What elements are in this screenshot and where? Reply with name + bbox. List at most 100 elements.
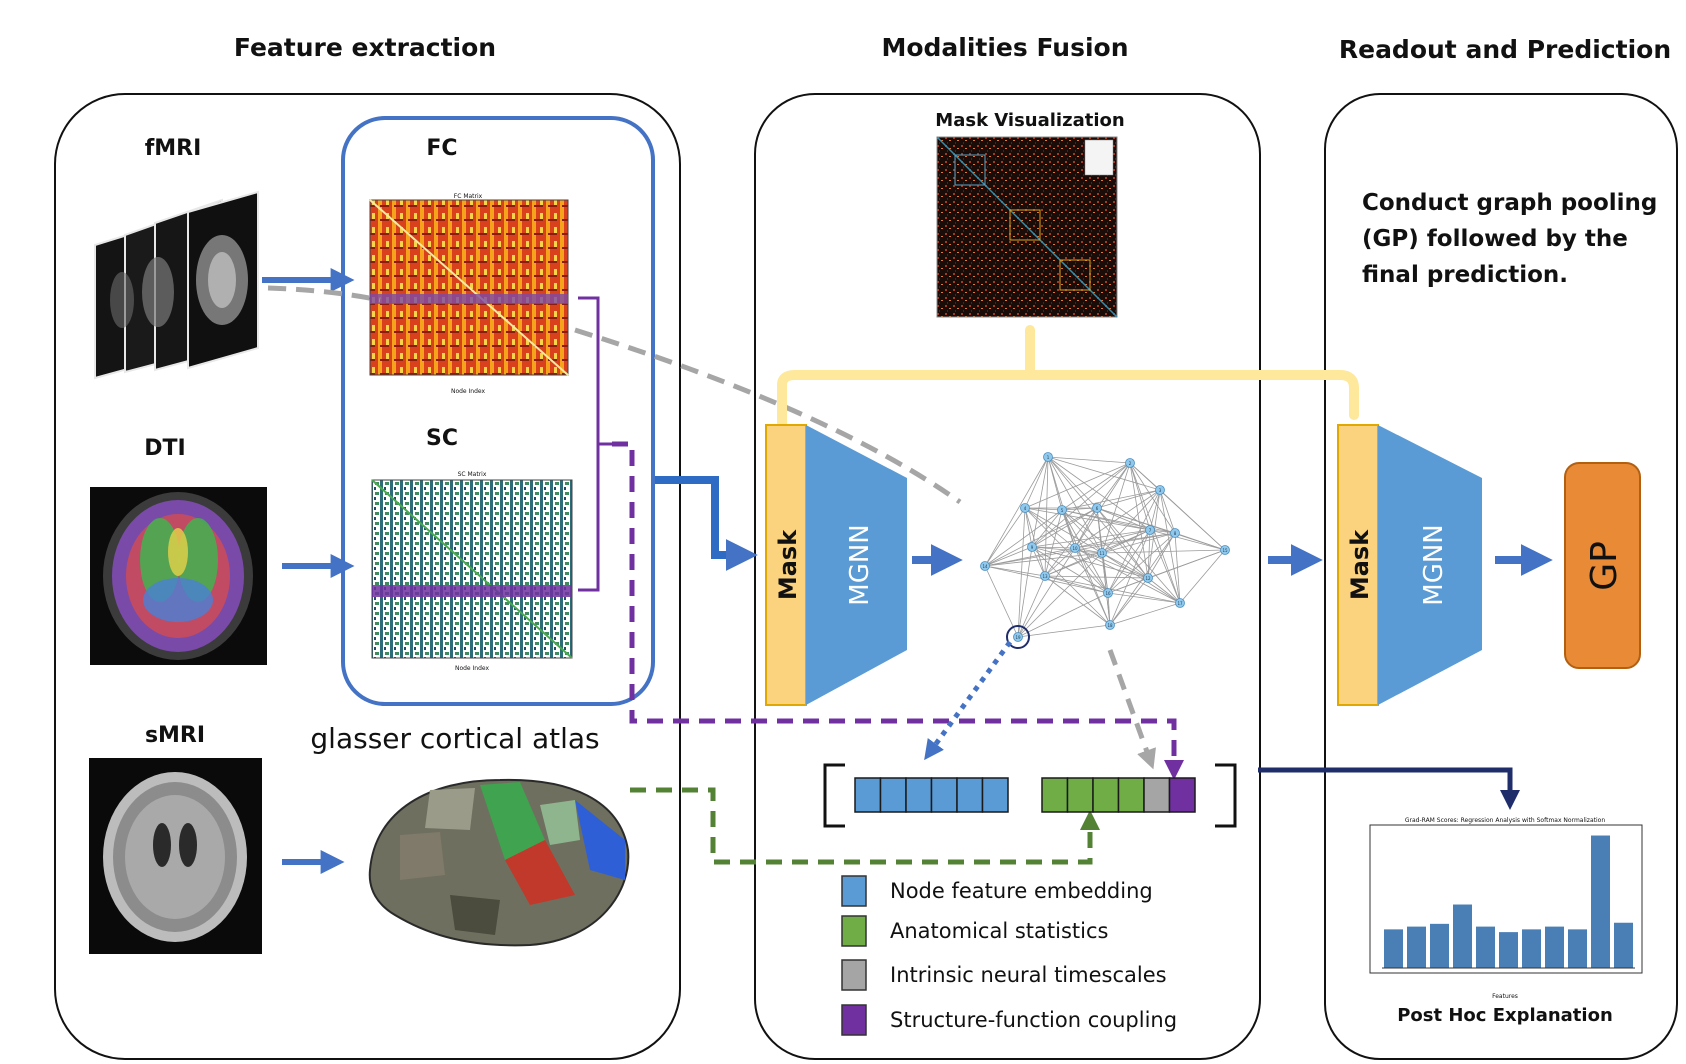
anatomical-cell bbox=[1041, 777, 1069, 813]
graph-node bbox=[1057, 505, 1067, 515]
graph-edge bbox=[1031, 546, 1111, 626]
graph-edge bbox=[1017, 592, 1109, 638]
graph-edge bbox=[1047, 456, 1131, 464]
graph-edge bbox=[1044, 509, 1063, 577]
embedding-cell bbox=[879, 777, 907, 813]
graph-node-label: 10 bbox=[1072, 546, 1078, 551]
graph-edge bbox=[1017, 507, 1026, 638]
graph-node-label: 19 bbox=[1015, 635, 1021, 640]
node-embedding-vector bbox=[854, 777, 1009, 813]
mask-visualization-title: Mask Visualization bbox=[935, 110, 1124, 131]
graph-edge bbox=[1024, 507, 1046, 577]
graph-edge bbox=[1101, 552, 1149, 579]
fc-highlight-band bbox=[370, 294, 568, 304]
vector-bracket-left bbox=[823, 763, 845, 828]
graph-edge bbox=[1107, 592, 1111, 626]
graph-edge bbox=[1017, 552, 1103, 638]
graph-edge bbox=[1044, 456, 1049, 577]
graph-edge bbox=[1031, 546, 1149, 579]
graph-edge bbox=[984, 507, 1026, 567]
graph-node-label: 3 bbox=[1159, 488, 1162, 493]
graph-edge bbox=[1024, 456, 1049, 509]
graph-edge bbox=[1017, 547, 1076, 638]
graph-edge bbox=[1061, 509, 1176, 534]
fmri-image bbox=[94, 190, 259, 380]
legend-swatch bbox=[841, 959, 867, 991]
graph-edge bbox=[1024, 507, 1076, 549]
graph-node bbox=[980, 561, 990, 571]
graph-node bbox=[1020, 503, 1030, 513]
fc-matrix-title: FC Matrix bbox=[454, 193, 483, 200]
graph-edge bbox=[1096, 462, 1131, 509]
graph-node bbox=[1175, 598, 1185, 608]
chart-bar bbox=[1476, 926, 1495, 968]
arrow-to-fusion bbox=[655, 476, 758, 571]
chart-bar bbox=[1591, 835, 1610, 968]
graph-node-label: 7 bbox=[1149, 528, 1152, 533]
graph-edge bbox=[1174, 532, 1226, 551]
legend-swatch bbox=[841, 875, 867, 907]
label-smri: sMRI bbox=[145, 723, 205, 748]
mask-visualization-matrix bbox=[936, 136, 1118, 318]
graph-edge bbox=[1044, 552, 1103, 577]
graph-node bbox=[1105, 620, 1115, 630]
sc-highlight-band bbox=[372, 585, 572, 597]
chart-xlabel: Features bbox=[1492, 993, 1518, 1000]
post-hoc-explanation-label: Post Hoc Explanation bbox=[1397, 1005, 1613, 1026]
chart-bar bbox=[1499, 932, 1518, 968]
readout-description-line-2: (GP) followed by the bbox=[1362, 226, 1628, 252]
anatomical-cell bbox=[1117, 777, 1145, 813]
graph-edge bbox=[1147, 532, 1176, 579]
graph-edge bbox=[1129, 462, 1149, 579]
purple-bracket bbox=[578, 296, 612, 592]
fc-matrix: FC Matrix Node Index bbox=[369, 193, 569, 395]
graph-edge bbox=[1101, 549, 1226, 554]
graph-edge bbox=[1159, 489, 1181, 604]
graph-edge bbox=[1044, 575, 1181, 604]
gp-label: GP bbox=[1584, 541, 1625, 591]
chart-bar bbox=[1522, 929, 1541, 968]
graph-node-label: 2 bbox=[1129, 461, 1132, 466]
graph-edge bbox=[1024, 507, 1033, 548]
embedding-cell bbox=[905, 777, 933, 813]
blue-dotted-node-to-embedding bbox=[924, 640, 1013, 761]
legend-label: Anatomical statistics bbox=[890, 919, 1108, 943]
graph-edge bbox=[1096, 507, 1181, 604]
legend-label: Structure-function coupling bbox=[890, 1008, 1177, 1032]
anatomical-cell bbox=[1092, 777, 1120, 813]
dti-image bbox=[90, 487, 267, 665]
highlighted-node-ring bbox=[1006, 625, 1030, 649]
smri-image bbox=[89, 758, 262, 954]
graph-node bbox=[1220, 545, 1230, 555]
graph-edge bbox=[1147, 489, 1161, 579]
chart-bar bbox=[1545, 926, 1564, 968]
graph-edge bbox=[1061, 462, 1131, 511]
graph-node bbox=[1145, 525, 1155, 535]
sc-matrix: SC Matrix Node Index bbox=[371, 471, 573, 672]
graph-edge bbox=[1047, 456, 1161, 491]
graph-edge bbox=[1107, 529, 1151, 594]
graph-edge bbox=[1061, 509, 1103, 554]
label-glasser-atlas: glasser cortical atlas bbox=[310, 722, 599, 755]
graph-node-label: 13 bbox=[1042, 574, 1048, 579]
green-dashed-anatomical-path bbox=[630, 787, 1100, 865]
graph-edge bbox=[1129, 462, 1151, 531]
grad-ram-chart: Grad-RAM Scores: Regression Analysis wit… bbox=[1369, 817, 1643, 1000]
graph-node bbox=[1143, 573, 1153, 583]
graph-edge bbox=[1096, 489, 1161, 509]
embedding-cell bbox=[854, 777, 882, 813]
graph-edge bbox=[984, 546, 1033, 567]
graph-node bbox=[1170, 528, 1180, 538]
label-dti: DTI bbox=[144, 436, 185, 461]
graph-edge bbox=[1109, 602, 1181, 626]
panel-readout bbox=[1324, 93, 1678, 1060]
fc-sc-group-box bbox=[341, 116, 655, 706]
graph-node-label: 4 bbox=[1024, 506, 1027, 511]
graph-edge bbox=[1159, 489, 1226, 551]
graph-node-label: 12 bbox=[1145, 576, 1151, 581]
graph-edge bbox=[1147, 529, 1151, 579]
graph-edge bbox=[1061, 509, 1149, 579]
graph-edge bbox=[1061, 507, 1098, 511]
